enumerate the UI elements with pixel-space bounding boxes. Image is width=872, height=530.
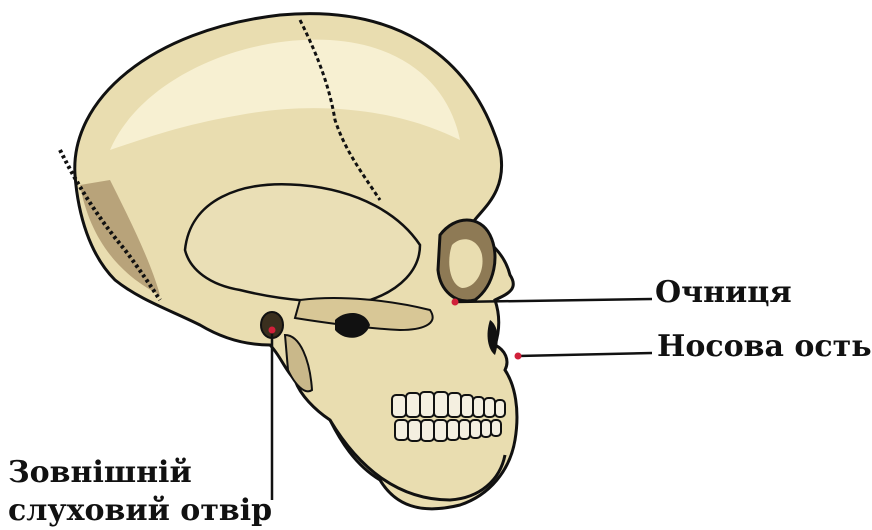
label-orbit: Очниця xyxy=(655,276,792,310)
orbit-pointer-dot xyxy=(452,299,459,306)
label-nasal-spine: Носова ость xyxy=(657,330,872,364)
label-ear-line1: Зовнішній xyxy=(8,454,272,492)
lower-teeth xyxy=(395,420,501,441)
label-ear-line2: слуховий отвір xyxy=(8,492,272,530)
nasal-pointer-line xyxy=(518,353,652,356)
nasal-pointer-dot xyxy=(515,353,522,360)
ear-pointer-dot xyxy=(269,327,276,334)
label-external-auditory-meatus: Зовнішній слуховий отвір xyxy=(8,454,272,530)
